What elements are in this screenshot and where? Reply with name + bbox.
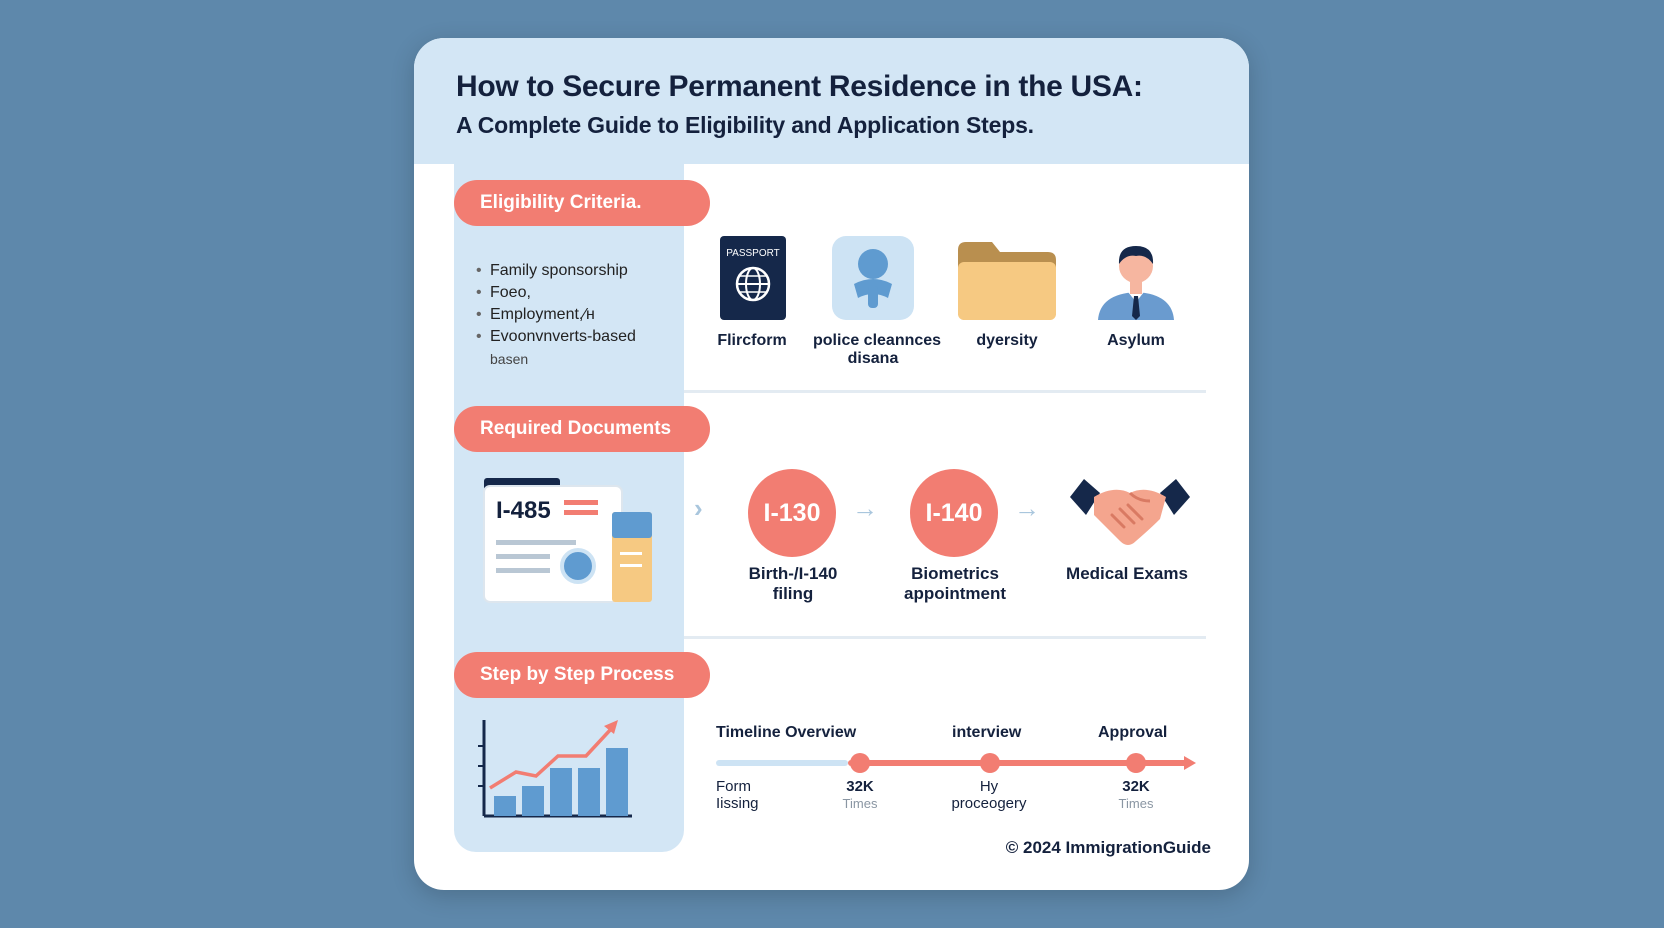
arrow-icon: →	[1014, 493, 1040, 523]
timeline-caption: 32K Times	[1106, 778, 1166, 812]
section-process: Step by Step Process	[454, 652, 710, 698]
timeline-caption: 32K Times	[830, 778, 890, 812]
content-panel-top	[684, 164, 1249, 204]
icon-label: Asylum	[1107, 332, 1165, 349]
timeline-caption-line2: Times	[842, 796, 878, 811]
timeline-dot	[850, 753, 870, 773]
timeline-label: Approval	[1098, 724, 1168, 741]
timeline-caption-line2: Iissing	[716, 795, 759, 812]
step-badge: I-130	[748, 469, 836, 557]
divider	[684, 636, 1206, 639]
bar-chart-icon	[478, 720, 632, 818]
timeline-caption: Hy proceogery	[934, 778, 1044, 812]
step-label-line1: Birth-/I-140	[748, 564, 838, 583]
timeline-dot	[1126, 753, 1146, 773]
timeline-label: Timeline Overview	[716, 724, 857, 741]
timeline-label: interview	[952, 724, 1022, 741]
doc-form-label: I-485	[496, 497, 551, 524]
timeline-track	[716, 760, 848, 766]
person-icon	[832, 236, 914, 320]
asylum-item	[1094, 236, 1178, 325]
list-item: Family sponsorship	[476, 260, 636, 282]
diversity-item	[958, 242, 1056, 325]
timeline-dot	[980, 753, 1000, 773]
businessman-icon	[1098, 246, 1174, 320]
list-item: basen	[490, 351, 529, 367]
icon-label: police cleannces disana	[813, 332, 942, 368]
arrow-icon: ›	[694, 493, 703, 523]
section-documents: Required Documents	[454, 406, 710, 452]
step-label: Medical Exams	[1066, 564, 1188, 583]
icon-label-line1: police cleannces	[813, 332, 942, 349]
timeline-caption-line1: 32K	[1122, 778, 1150, 795]
icon-label: dyersity	[976, 332, 1038, 349]
page-title: How to Secure Permanent Residence in the…	[456, 70, 1143, 103]
timeline-progress	[848, 760, 1188, 766]
list-item: Employment,⁄н	[476, 304, 636, 326]
step-label: Birth-/I-140 filing	[718, 564, 868, 604]
icon-label-line2: disana	[847, 350, 899, 367]
section-eligibility: Eligibility Criteria.	[454, 180, 710, 226]
timeline-caption: Form Iissing	[716, 778, 759, 812]
passport-item: PASSPORT	[720, 236, 786, 325]
police-clearance-item	[832, 236, 914, 325]
i485-document-icon: I-485	[483, 478, 652, 603]
step-label-line2: filing	[772, 584, 814, 603]
timeline-caption-line1: Hy	[979, 778, 999, 795]
list-item: Evoonvnverts-based	[476, 326, 636, 348]
page-subtitle: A Complete Guide to Eligibility and Appl…	[456, 112, 1034, 138]
infographic-card: How to Secure Permanent Residence in the…	[414, 38, 1249, 890]
eligibility-list: Family sponsorship Foeo, Employment,⁄н E…	[476, 260, 636, 370]
passport-icon: PASSPORT	[720, 236, 786, 320]
timeline-caption-line2: Times	[1118, 796, 1154, 811]
timeline-caption-line1: Form	[716, 778, 751, 795]
timeline-caption-line1: 32K	[846, 778, 874, 795]
timeline-arrowhead	[1184, 756, 1196, 770]
step-label-line1: Biometrics	[911, 564, 999, 583]
arrow-icon: →	[852, 493, 878, 523]
list-item: Foeo,	[476, 282, 636, 304]
step-badge: I-140	[910, 469, 998, 557]
passport-badge: PASSPORT	[726, 248, 780, 259]
step-label-line2: appointment	[904, 584, 1006, 603]
icon-label: Flircform	[717, 332, 787, 349]
copyright: © 2024 ImmigrationGuide	[1005, 838, 1211, 857]
header: How to Secure Permanent Residence in the…	[414, 38, 1249, 164]
step-label: Biometrics appointment	[880, 564, 1030, 604]
timeline-caption-line2: proceogery	[951, 795, 1027, 812]
divider	[684, 390, 1206, 393]
handshake-icon	[1070, 479, 1190, 545]
folder-icon	[958, 242, 1056, 320]
